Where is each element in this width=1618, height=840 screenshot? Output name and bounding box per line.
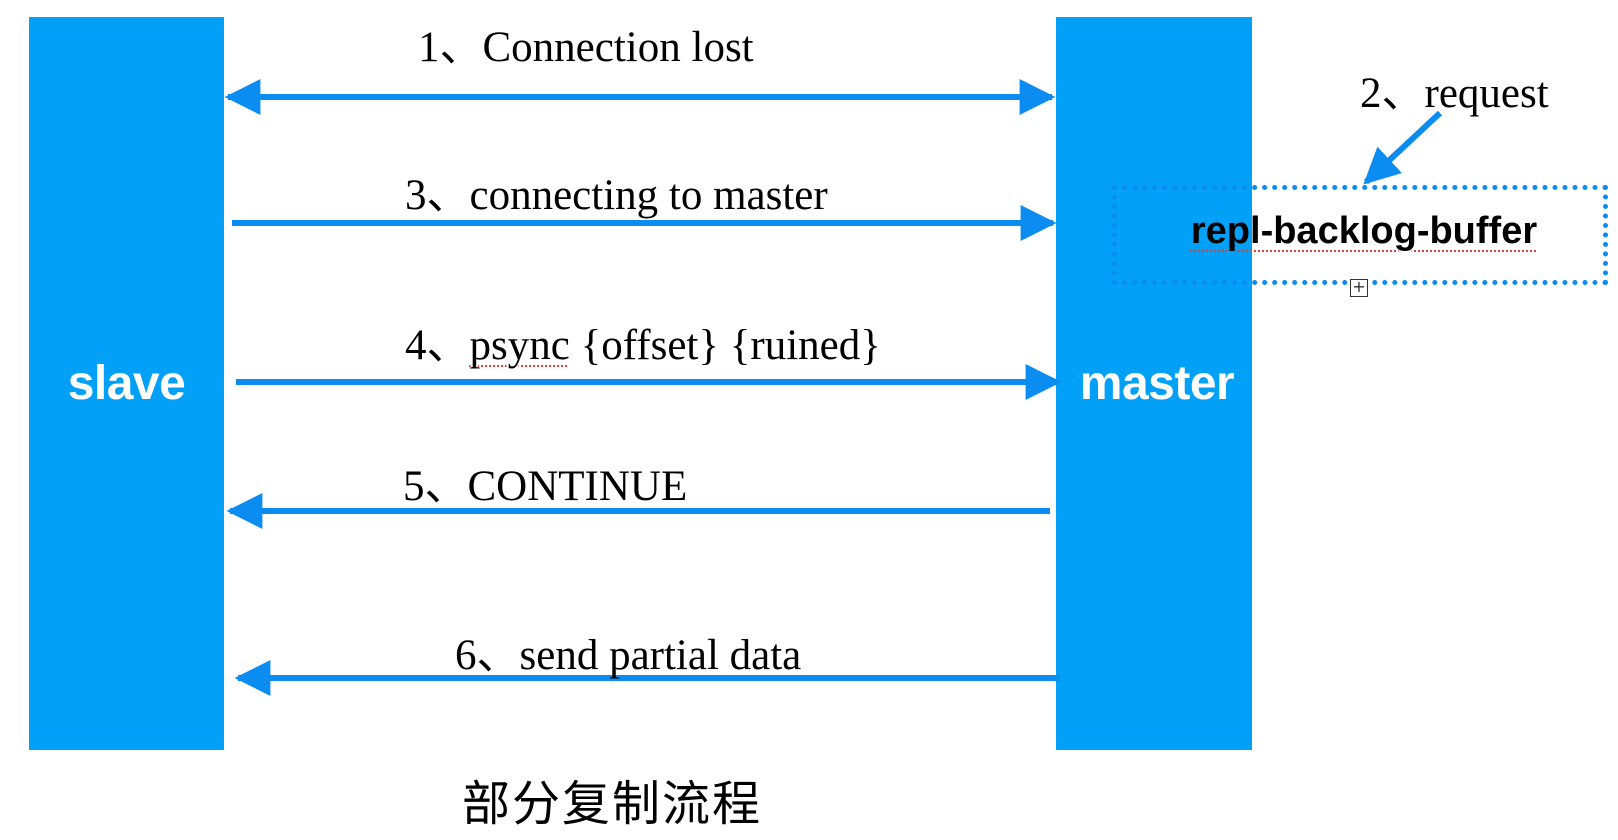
message-3-num: 3、 — [405, 172, 470, 219]
message-4: 4、psync {offset} {ruined} — [405, 324, 881, 367]
message-2-num: 2、 — [1360, 70, 1425, 117]
message-2: 2、request — [1360, 72, 1549, 115]
message-1: 1、Connection lost — [418, 26, 754, 69]
message-3-text: connecting to master — [469, 172, 828, 219]
message-6: 6、send partial data — [455, 634, 801, 677]
repl-backlog-buffer-box[interactable]: repl-backlog-buffer — [1112, 185, 1608, 285]
message-6-num: 6、 — [455, 632, 520, 679]
plus-box-icon[interactable]: + — [1350, 279, 1368, 297]
slave-node: slave — [29, 17, 224, 750]
master-node: master — [1056, 17, 1252, 750]
message-1-text: Connection lost — [482, 24, 754, 71]
message-4-args: {offset} {ruined} — [569, 322, 881, 369]
message-1-num: 1、 — [418, 24, 483, 71]
message-4-command: psync — [469, 322, 570, 369]
message-2-text: request — [1424, 70, 1549, 117]
arrow-request — [1363, 110, 1443, 185]
slave-label: slave — [67, 357, 186, 410]
diagram-caption: 部分复制流程 — [462, 776, 763, 832]
message-5-text: CONTINUE — [467, 463, 688, 510]
master-label: master — [1079, 357, 1235, 410]
message-6-text: send partial data — [519, 632, 802, 679]
buffer-label: repl-backlog-buffer — [1190, 209, 1538, 252]
message-5-num: 5、 — [403, 463, 468, 510]
message-4-num: 4、 — [405, 322, 470, 369]
message-5: 5、CONTINUE — [403, 465, 687, 508]
message-3: 3、connecting to master — [405, 174, 828, 217]
